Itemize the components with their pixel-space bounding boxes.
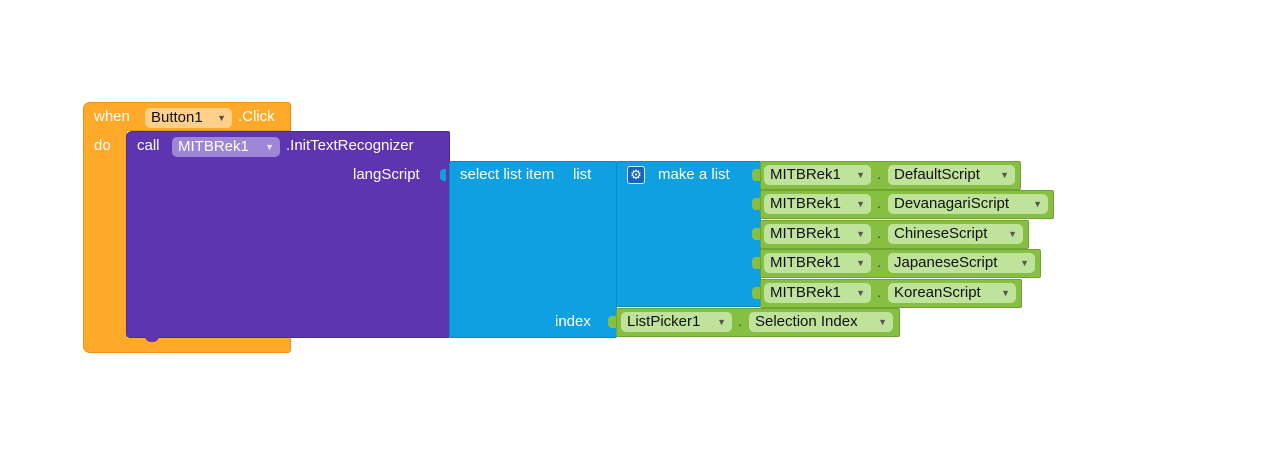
chevron-down-icon: ▼: [217, 113, 226, 123]
list-item-connector: [752, 257, 760, 269]
selection-index-dropdown[interactable]: Selection Index ▼: [749, 312, 893, 332]
chevron-down-icon: ▼: [265, 142, 274, 152]
make-a-list-block[interactable]: [616, 161, 761, 307]
property-dropdown-label: DefaultScript: [894, 166, 980, 183]
chevron-down-icon: ▼: [878, 317, 887, 327]
property-dropdown-label: ChineseScript: [894, 225, 988, 242]
button1-dropdown-label: Button1: [151, 109, 203, 126]
listpicker1-dropdown[interactable]: ListPicker1 ▼: [621, 312, 732, 332]
make-a-list-label: make a list: [658, 166, 730, 183]
component-dropdown-label: MITBRek1: [770, 225, 841, 242]
property-dropdown[interactable]: KoreanScript ▼: [888, 283, 1016, 303]
property-dropdown-label: KoreanScript: [894, 284, 981, 301]
separator-dot: .: [738, 313, 742, 329]
chevron-down-icon: ▼: [1008, 229, 1017, 239]
component-dropdown-label: MITBRek1: [770, 166, 841, 183]
mitbrek1-dropdown[interactable]: MITBRek1 ▼: [172, 137, 280, 157]
list-item-connector: [752, 169, 760, 181]
separator-dot: .: [877, 225, 881, 241]
property-dropdown-label: DevanagariScript: [894, 195, 1010, 212]
chevron-down-icon: ▼: [856, 229, 865, 239]
separator-dot: .: [877, 254, 881, 270]
component-dropdown[interactable]: MITBRek1 ▼: [764, 253, 871, 273]
call-label: call: [137, 137, 160, 154]
chevron-down-icon: ▼: [856, 199, 865, 209]
separator-dot: .: [877, 195, 881, 211]
index-socket-label: index: [555, 313, 591, 330]
select-list-item-connector: [440, 169, 446, 181]
property-dropdown[interactable]: JapaneseScript ▼: [888, 253, 1035, 273]
component-dropdown[interactable]: MITBRek1 ▼: [764, 224, 871, 244]
mitbrek1-dropdown-label: MITBRek1: [178, 138, 249, 155]
property-dropdown[interactable]: ChineseScript ▼: [888, 224, 1023, 244]
component-dropdown-label: MITBRek1: [770, 195, 841, 212]
list-item-connector: [752, 198, 760, 210]
component-dropdown[interactable]: MITBRek1 ▼: [764, 283, 871, 303]
component-dropdown[interactable]: MITBRek1 ▼: [764, 194, 871, 214]
chevron-down-icon: ▼: [1020, 258, 1029, 268]
list-item-connector: [752, 287, 760, 299]
component-dropdown[interactable]: MITBRek1 ▼: [764, 165, 871, 185]
chevron-down-icon: ▼: [1033, 199, 1042, 209]
separator-dot: .: [877, 166, 881, 182]
select-list-item-label: select list item: [460, 166, 555, 183]
chevron-down-icon: ▼: [856, 258, 865, 268]
do-label: do: [94, 137, 111, 154]
langscript-param-label: langScript: [353, 166, 420, 183]
component-dropdown-label: MITBRek1: [770, 284, 841, 301]
listpicker1-dropdown-label: ListPicker1: [627, 313, 701, 330]
chevron-down-icon: ▼: [1000, 170, 1009, 180]
chevron-down-icon: ▼: [1001, 288, 1010, 298]
index-block-connector: [608, 316, 616, 328]
event-block-footer: [83, 338, 291, 353]
chevron-down-icon: ▼: [717, 317, 726, 327]
call-block-notch: [145, 336, 159, 342]
separator-dot: .: [877, 284, 881, 300]
gear-icon[interactable]: ⚙: [627, 166, 645, 184]
selection-index-dropdown-label: Selection Index: [755, 313, 858, 330]
when-label: when: [94, 108, 130, 125]
event-name-label: .Click: [238, 108, 275, 125]
chevron-down-icon: ▼: [856, 170, 865, 180]
select-list-item-block[interactable]: [449, 161, 617, 338]
component-dropdown-label: MITBRek1: [770, 254, 841, 271]
call-init-text-recognizer-block[interactable]: [126, 131, 450, 338]
list-socket-label: list: [573, 166, 592, 183]
property-dropdown[interactable]: DevanagariScript ▼: [888, 194, 1048, 214]
list-item-connector: [752, 228, 760, 240]
method-label: .InitTextRecognizer: [286, 137, 414, 154]
property-dropdown-label: JapaneseScript: [894, 254, 998, 271]
property-dropdown[interactable]: DefaultScript ▼: [888, 165, 1015, 185]
event-block-body: [83, 130, 127, 353]
button1-dropdown[interactable]: Button1 ▼: [145, 108, 232, 128]
chevron-down-icon: ▼: [856, 288, 865, 298]
